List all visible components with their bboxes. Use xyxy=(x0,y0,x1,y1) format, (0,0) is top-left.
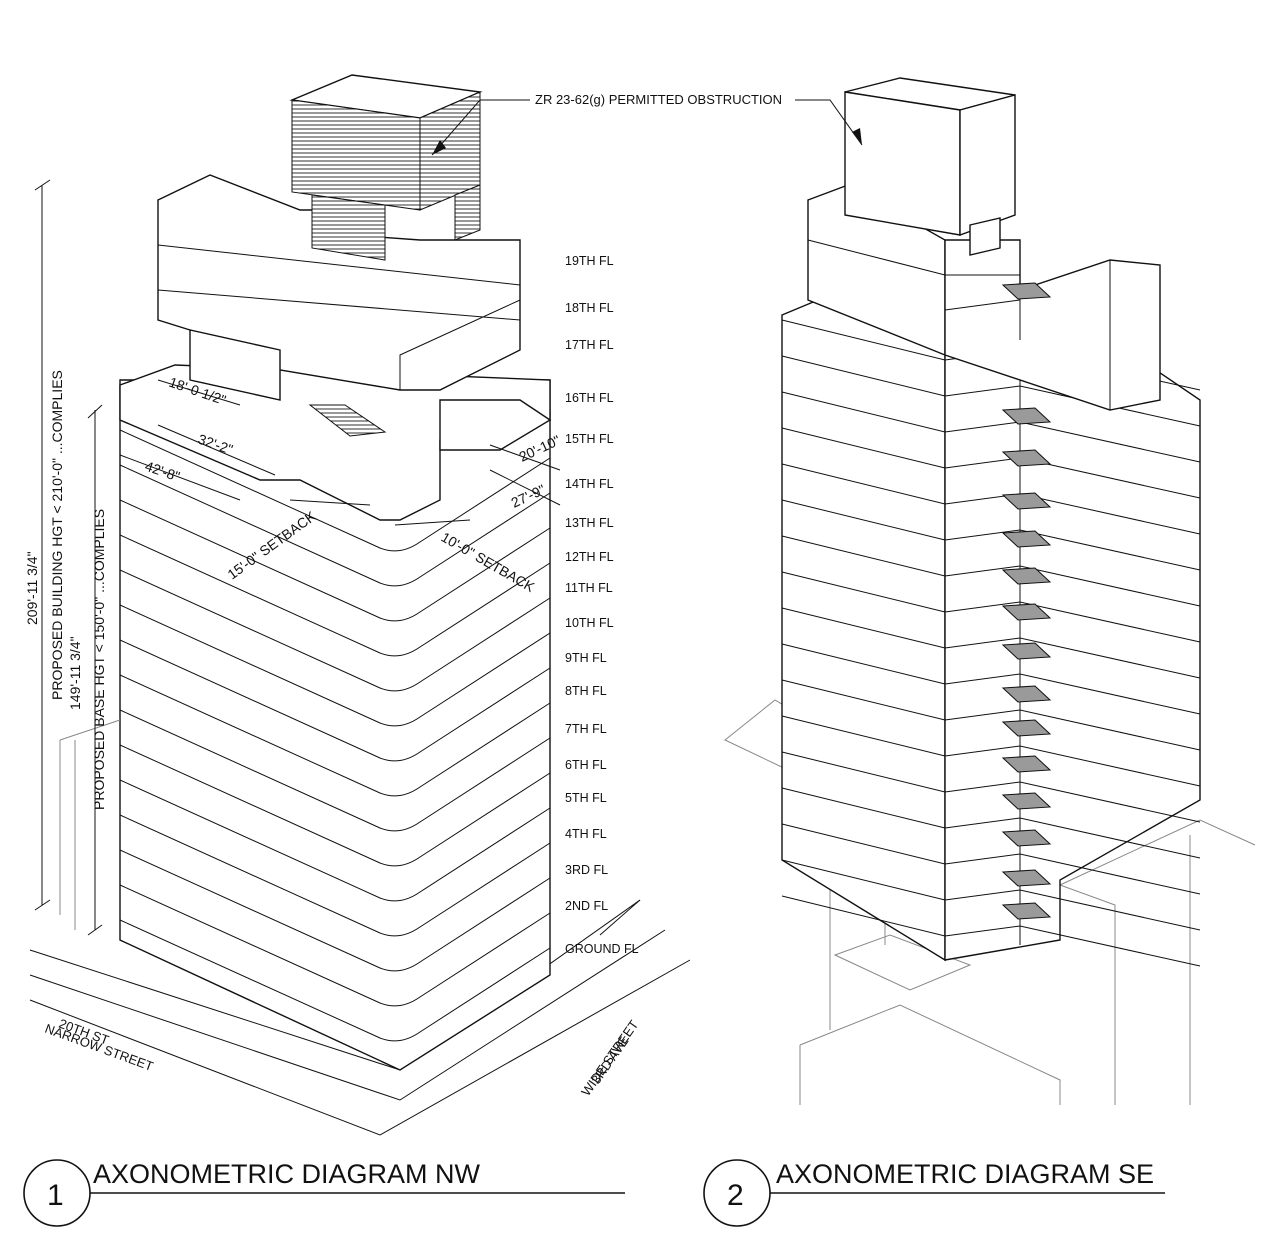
floor-label: 8TH FL xyxy=(565,684,607,698)
base-height-dim: 149'-11 3/4" xyxy=(67,636,83,710)
floor-label: 11TH FL xyxy=(565,581,613,595)
diagram-nw xyxy=(29,74,691,1136)
floor-label: 4TH FL xyxy=(565,827,607,841)
floor-label: 9TH FL xyxy=(565,651,607,665)
floor-label: 6TH FL xyxy=(565,758,607,772)
floor-line-nw xyxy=(119,569,551,692)
grate-se xyxy=(1001,567,1052,585)
title-block-1: 1 AXONOMETRIC DIAGRAM NW xyxy=(23,1159,625,1227)
plan-dim-lines xyxy=(119,379,561,526)
grate-se xyxy=(1001,869,1052,887)
grate-se xyxy=(1001,902,1052,920)
adjacent-building-nw xyxy=(59,719,121,930)
floor-line-nw xyxy=(119,919,551,1042)
grate-se xyxy=(1001,755,1052,773)
grate-se xyxy=(1001,685,1052,703)
base-height-note: PROPOSED BASE HGT < 150'-0" ...COMPLIES xyxy=(91,509,107,810)
grate-nw xyxy=(308,404,387,437)
floor-line-se xyxy=(781,823,1201,895)
floor-label: 5TH FL xyxy=(565,791,607,805)
floor-label: 18TH FL xyxy=(565,301,614,315)
grate-se xyxy=(1001,603,1052,621)
upper-tower-se xyxy=(807,184,1161,411)
grate-se xyxy=(1001,829,1052,847)
obstruction-label: ZR 23-62(g) PERMITTED OBSTRUCTION xyxy=(535,92,782,107)
title-2-text: AXONOMETRIC DIAGRAM SE xyxy=(776,1159,1154,1189)
floor-line-se xyxy=(781,571,1201,643)
floor-line-se xyxy=(781,787,1201,859)
floor-label: 17TH FL xyxy=(565,338,614,352)
floor-line-se xyxy=(781,427,1201,499)
street-east-type: WIDE STREET xyxy=(578,1017,641,1098)
floor-labels: 19TH FL 18TH FL 17TH FL 16TH FL 15TH FL 14TH … xyxy=(565,254,639,956)
floor-label: 13TH FL xyxy=(565,516,614,530)
floor-line-nw xyxy=(119,674,551,797)
floor-line-nw xyxy=(119,814,551,937)
grate-se xyxy=(1001,282,1052,300)
upper-tower-nw xyxy=(157,174,552,451)
floor-label: 12TH FL xyxy=(565,550,614,564)
title-2-number: 2 xyxy=(727,1179,744,1212)
floor-line-nw xyxy=(119,534,551,657)
overall-height-dim: 209'-11 3/4" xyxy=(24,551,40,625)
floor-line-nw xyxy=(119,499,551,622)
obstruction-leader-se xyxy=(795,99,863,146)
floor-label: 19TH FL xyxy=(565,254,614,268)
floor-line-nw xyxy=(119,779,551,902)
title-block-2: 2 AXONOMETRIC DIAGRAM SE xyxy=(703,1159,1165,1227)
obstruction-arrow-se xyxy=(852,128,862,145)
overall-height-note: PROPOSED BUILDING HGT < 210'-0" ...COMPL… xyxy=(49,370,65,700)
floor-line-nw xyxy=(119,639,551,762)
floor-line-nw xyxy=(119,429,551,552)
floor-line-nw xyxy=(119,604,551,727)
obstruction-arrow xyxy=(432,140,446,155)
floor-line-se xyxy=(781,463,1201,535)
floor-label: 14TH FL xyxy=(565,477,614,491)
title-1-text: AXONOMETRIC DIAGRAM NW xyxy=(93,1159,481,1189)
floor-line-nw xyxy=(119,744,551,867)
diagram-se xyxy=(724,77,1256,1105)
floor-line-se xyxy=(781,715,1201,787)
floor-line-nw xyxy=(119,709,551,832)
floor-label: 7TH FL xyxy=(565,722,607,736)
floor-line-se xyxy=(781,535,1201,607)
base-tower-nw xyxy=(119,364,551,1071)
grate-se xyxy=(1001,642,1052,660)
floor-line-se xyxy=(781,607,1201,679)
ground-leader xyxy=(599,899,641,936)
floor-line-nw xyxy=(119,884,551,1007)
floor-line-se xyxy=(781,643,1201,715)
grate-se xyxy=(1001,407,1052,425)
grate-se xyxy=(1001,530,1052,548)
grate-se xyxy=(1001,792,1052,810)
grate-se xyxy=(1001,449,1052,467)
grate-se xyxy=(1001,492,1052,510)
floor-label: 10TH FL xyxy=(565,616,614,630)
floor-line-se xyxy=(781,859,1201,931)
floor-label: 16TH FL xyxy=(565,391,614,405)
grate-se xyxy=(1001,719,1052,737)
floor-label: 3RD FL xyxy=(565,863,608,877)
title-1-number: 1 xyxy=(47,1179,64,1212)
obstruction-leader xyxy=(431,99,530,156)
floor-line-se xyxy=(781,751,1201,823)
floor-label: 15TH FL xyxy=(565,432,614,446)
floor-label: 2ND FL xyxy=(565,899,608,913)
floor-label: GROUND FL xyxy=(565,942,639,956)
floor-line-se xyxy=(781,391,1201,463)
bulkhead-se xyxy=(844,77,1016,256)
bulkhead-nw xyxy=(289,74,483,261)
floor-line-se xyxy=(781,679,1201,751)
floor-line-se xyxy=(781,499,1201,571)
floor-line-nw xyxy=(119,849,551,972)
height-dim-lines xyxy=(34,179,103,936)
floor-line-nw xyxy=(119,464,551,587)
grates-se xyxy=(1001,282,1052,920)
floor-line-se xyxy=(781,895,1201,967)
